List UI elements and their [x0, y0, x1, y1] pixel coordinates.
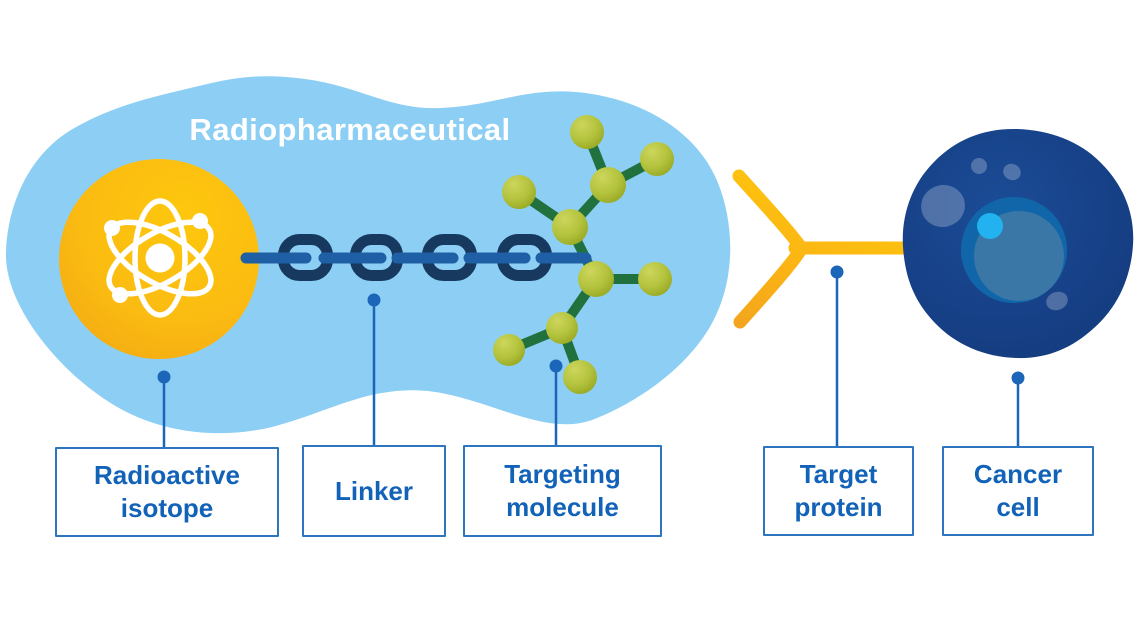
connector-dot [549, 359, 563, 373]
connector-dot [830, 265, 844, 279]
radiopharmaceutical-title: Radiopharmaceutical [189, 112, 511, 147]
cell-nucleus-highlight [977, 213, 1003, 239]
label-box-radioactive-isotope: Radioactive isotope [55, 447, 279, 537]
label-line: Cancer [973, 459, 1063, 489]
molecule-atoms [493, 115, 674, 394]
label-line: cell [996, 492, 1040, 522]
radioactive-isotope-graphic [59, 159, 259, 359]
connector-dot [1011, 371, 1025, 385]
label-line: molecule [506, 492, 619, 522]
connector-dot [367, 293, 381, 307]
target-protein-y-graphic [732, 169, 913, 329]
connector-linker [367, 293, 381, 445]
label-line: isotope [120, 493, 214, 523]
cancer-cell-graphic [902, 128, 1134, 359]
connector-target-protein [830, 265, 844, 446]
connector-targeting-molecule [549, 359, 563, 445]
label-line: Targeting [504, 459, 621, 489]
label-line: Target [799, 459, 878, 489]
label-line: Radioactive [94, 460, 240, 490]
atom-icon [104, 198, 214, 318]
label-box-targeting-molecule: Targeting molecule [463, 445, 662, 537]
label-box-cancer-cell: Cancer cell [942, 446, 1094, 536]
label-line: Linker [334, 475, 414, 506]
label-line: protein [794, 492, 883, 522]
connector-cancer-cell [1011, 371, 1025, 446]
chain-linker-graphic [240, 234, 592, 281]
label-box-target-protein: Target protein [763, 446, 914, 536]
connector-dot [157, 370, 171, 384]
connector-radioactive-isotope [157, 370, 171, 447]
targeting-molecule-graphic [493, 115, 674, 394]
cell-surface-spots [921, 158, 1068, 311]
label-box-linker: Linker [302, 445, 446, 537]
label-connectors [157, 265, 1025, 447]
